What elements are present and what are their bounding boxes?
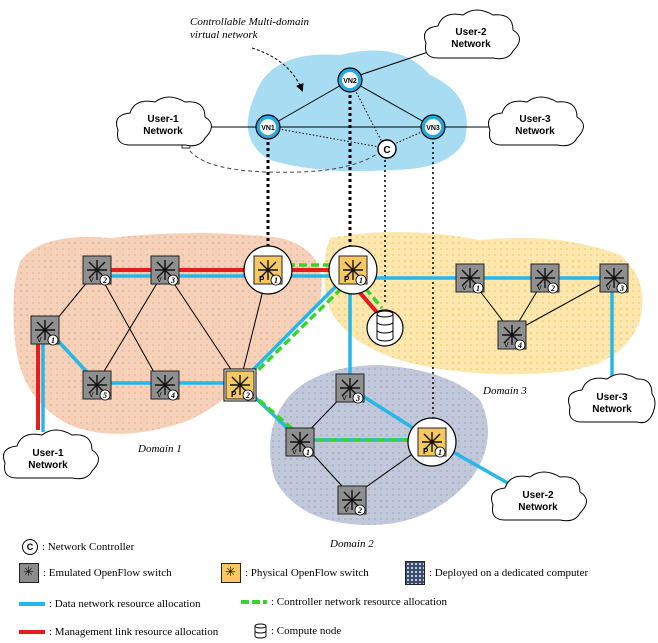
emulated-switch-d2-2: V 2 bbox=[337, 485, 367, 516]
svg-text:P: P bbox=[259, 275, 265, 284]
svg-text:User-1: User-1 bbox=[32, 448, 64, 459]
svg-text:Network: Network bbox=[28, 460, 68, 471]
svg-text:User-1: User-1 bbox=[147, 114, 179, 125]
svg-text:1: 1 bbox=[359, 276, 363, 285]
emulated-switch-d2-1: V 1 bbox=[285, 427, 315, 458]
svg-text:3: 3 bbox=[355, 394, 360, 403]
svg-text:V: V bbox=[504, 342, 509, 349]
svg-text:P: P bbox=[344, 275, 350, 284]
svg-text:1: 1 bbox=[274, 276, 278, 285]
svg-text:Network: Network bbox=[451, 39, 491, 50]
emulated-switch-d1-1: V 1 bbox=[30, 315, 60, 346]
physical-switch-d2-1: P 1 bbox=[417, 427, 447, 458]
svg-text:V: V bbox=[344, 507, 349, 514]
legend-emulated: : Emulated OpenFlow switch bbox=[15, 563, 172, 583]
svg-text:4: 4 bbox=[170, 391, 175, 400]
svg-text:5: 5 bbox=[103, 391, 107, 400]
svg-text:Network: Network bbox=[143, 126, 183, 137]
svg-text:P: P bbox=[231, 390, 237, 399]
legend-physical: : Physical OpenFlow switch bbox=[217, 563, 369, 583]
control-link-swatch bbox=[241, 600, 267, 604]
svg-text:2: 2 bbox=[102, 276, 107, 285]
svg-text:1: 1 bbox=[306, 448, 310, 457]
emulated-switch-d2-3: V 3 bbox=[335, 373, 365, 404]
emulated-switch-d1-3: V 3 bbox=[150, 255, 180, 286]
emulated-switch-d3-1: V 1 bbox=[455, 263, 485, 294]
svg-text:P: P bbox=[423, 447, 429, 456]
svg-text:2: 2 bbox=[357, 506, 362, 515]
controller-icon: C bbox=[22, 539, 38, 555]
emulated-switch-d1-4: V 4 bbox=[150, 370, 180, 401]
legend-compute: : Compute node bbox=[254, 623, 341, 639]
physical-switch-d1-2: P 2 bbox=[223, 368, 257, 402]
virtual-node-vn2: VN2 bbox=[337, 67, 363, 93]
cloud-user1-bottom: User-1 Network bbox=[3, 429, 99, 480]
domain-3-label: Domain 3 bbox=[482, 385, 527, 397]
svg-text:V: V bbox=[342, 395, 347, 402]
legend-controller: C : Network Controller bbox=[18, 539, 134, 555]
cloud-user2-bottom: User-2 Network bbox=[491, 471, 587, 522]
data-link-swatch bbox=[19, 602, 45, 606]
vn-annotation-line2: virtual network bbox=[190, 29, 259, 41]
svg-text:V: V bbox=[537, 285, 542, 292]
emulated-switch-d3-3: V 3 bbox=[599, 263, 629, 294]
svg-text:V: V bbox=[157, 277, 162, 284]
svg-text:V: V bbox=[89, 392, 94, 399]
svg-text:User-2: User-2 bbox=[455, 27, 487, 38]
domain-2-label-text: Domain 2 bbox=[330, 538, 374, 550]
emulated-switch-d1-2: V 2 bbox=[82, 255, 112, 286]
svg-text:V: V bbox=[89, 277, 94, 284]
dedicated-computer-icon bbox=[405, 561, 425, 585]
emulated-switch-d3-4: V 4 bbox=[497, 320, 527, 351]
svg-text:VN3: VN3 bbox=[426, 125, 440, 132]
svg-text:Network: Network bbox=[515, 126, 555, 137]
legend-data-link: : Data network resource allocation bbox=[15, 598, 201, 610]
svg-text:1: 1 bbox=[476, 284, 480, 293]
emulated-switch-d3-2: V 2 bbox=[530, 263, 560, 294]
domain-1-label: Domain 1 bbox=[137, 443, 182, 455]
cloud-user2-top: User-2 Network bbox=[424, 9, 520, 60]
svg-text:3: 3 bbox=[170, 276, 175, 285]
svg-text:VN2: VN2 bbox=[343, 78, 357, 85]
svg-text:V: V bbox=[462, 285, 467, 292]
emulated-switch-icon bbox=[19, 563, 39, 583]
svg-text:User-3: User-3 bbox=[596, 392, 628, 403]
svg-text:1: 1 bbox=[51, 336, 55, 345]
svg-text:V: V bbox=[292, 449, 297, 456]
legend-control-link: : Controller network resource allocation bbox=[237, 596, 447, 608]
svg-text:Network: Network bbox=[592, 404, 632, 415]
svg-text:4: 4 bbox=[517, 341, 522, 350]
compute-node bbox=[366, 309, 404, 347]
svg-text:V: V bbox=[37, 337, 42, 344]
legend: C : Network Controller : Emulated OpenFl… bbox=[0, 532, 658, 643]
legend-management-link: : Management link resource allocation bbox=[15, 626, 218, 638]
svg-text:Network: Network bbox=[518, 502, 558, 513]
svg-text:C: C bbox=[383, 145, 390, 156]
emulated-switch-d1-5: V 5 bbox=[82, 370, 112, 401]
cloud-user1-top: User-1 Network bbox=[116, 96, 212, 147]
virtual-node-vn3: VN3 bbox=[420, 114, 446, 140]
physical-switch-d1-1: P 1 bbox=[253, 255, 283, 286]
network-controller: C bbox=[377, 139, 397, 159]
vn-annotation-line1: Controllable Multi-domain bbox=[190, 16, 310, 28]
virtual-node-vn1: VN1 bbox=[255, 114, 281, 140]
svg-text:1: 1 bbox=[438, 448, 442, 457]
physical-switch-icon bbox=[221, 563, 241, 583]
svg-text:VN1: VN1 bbox=[261, 125, 275, 132]
multi-domain-network-diagram: V 2 V 3 V 1 V 5 V 4 V 1 V 2 V 3 V 4 V 3 bbox=[3, 9, 656, 525]
legend-dedicated: : Deployed on a dedicated computer bbox=[401, 561, 588, 585]
management-link-swatch bbox=[19, 630, 45, 634]
svg-text:2: 2 bbox=[245, 391, 250, 400]
svg-text:3: 3 bbox=[619, 284, 624, 293]
cloud-user3-bottom: User-3 Network bbox=[568, 373, 656, 424]
virtual-network-region bbox=[247, 50, 467, 172]
svg-text:2: 2 bbox=[550, 284, 555, 293]
svg-text:V: V bbox=[606, 285, 611, 292]
physical-switch-d3: P 1 bbox=[338, 255, 368, 286]
compute-node-icon bbox=[254, 623, 267, 639]
svg-text:User-2: User-2 bbox=[522, 490, 554, 501]
cloud-user3-top: User-3 Network bbox=[488, 96, 584, 147]
svg-text:User-3: User-3 bbox=[519, 114, 551, 125]
svg-text:V: V bbox=[157, 392, 162, 399]
